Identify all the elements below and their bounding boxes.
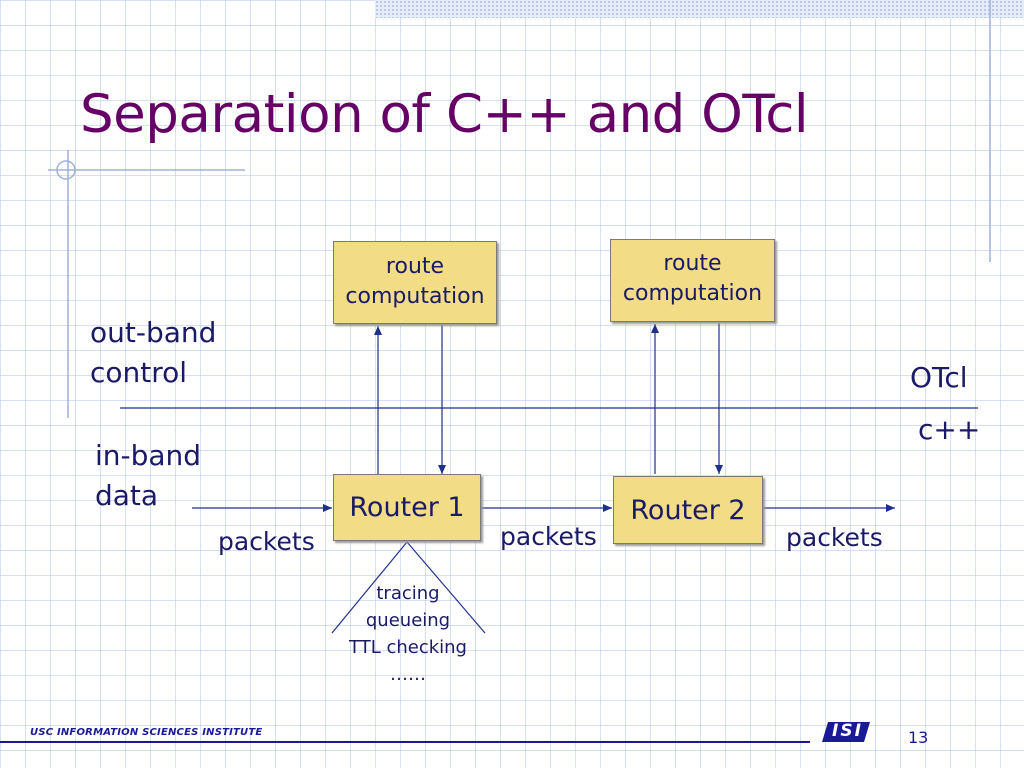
function-ttl-checking: TTL checking [349, 637, 467, 658]
isi-logo: ISI [820, 720, 872, 744]
packets-mid-label: packets [500, 522, 597, 551]
decor-circle [56, 160, 76, 180]
packets-in-label: packets [218, 527, 315, 556]
packets-out-label: packets [786, 523, 883, 552]
route-box-1-line-1: route [385, 254, 445, 279]
route-computation-box-2: route computation [610, 239, 775, 322]
route-box-2-line-1: route [663, 251, 722, 276]
in-band-line-2: data [95, 479, 159, 512]
route-computation-box-1: route computation [333, 241, 497, 324]
route-box-1-line-2: computation [345, 284, 485, 309]
top-decor-band [375, 0, 1024, 18]
function-tracing: tracing [376, 583, 440, 604]
function-queueing: queueing [365, 610, 451, 631]
out-band-line-2: control [90, 356, 188, 389]
out-band-line-1: out-band [90, 316, 217, 349]
isi-logo-graphic [822, 722, 870, 742]
router-functions-triangle [331, 541, 486, 634]
route-box-2-line-2: computation [622, 281, 763, 306]
page-number: 13 [908, 728, 929, 747]
slide-title: Separation of C++ and OTcl [80, 84, 809, 145]
out-band-label: out-band control [90, 313, 216, 393]
router-1-label: Router 1 [349, 492, 465, 523]
isi-logo-text: ISI [832, 721, 863, 741]
router-2-label: Router 2 [630, 494, 746, 526]
router-2-box: Router 2 [613, 476, 763, 544]
router-functions-list: tracing queueing TTL checking …… [328, 580, 488, 688]
footer-institute: USC INFORMATION SCIENCES INSTITUTE [30, 727, 263, 738]
otcl-layer-label: OTcl [910, 361, 968, 394]
cpp-layer-label: c++ [918, 413, 981, 446]
function-ellipsis: …… [390, 664, 426, 685]
in-band-line-1: in-band [95, 439, 202, 472]
router-1-box: Router 1 [333, 474, 481, 541]
in-band-label: in-band data [95, 436, 201, 516]
